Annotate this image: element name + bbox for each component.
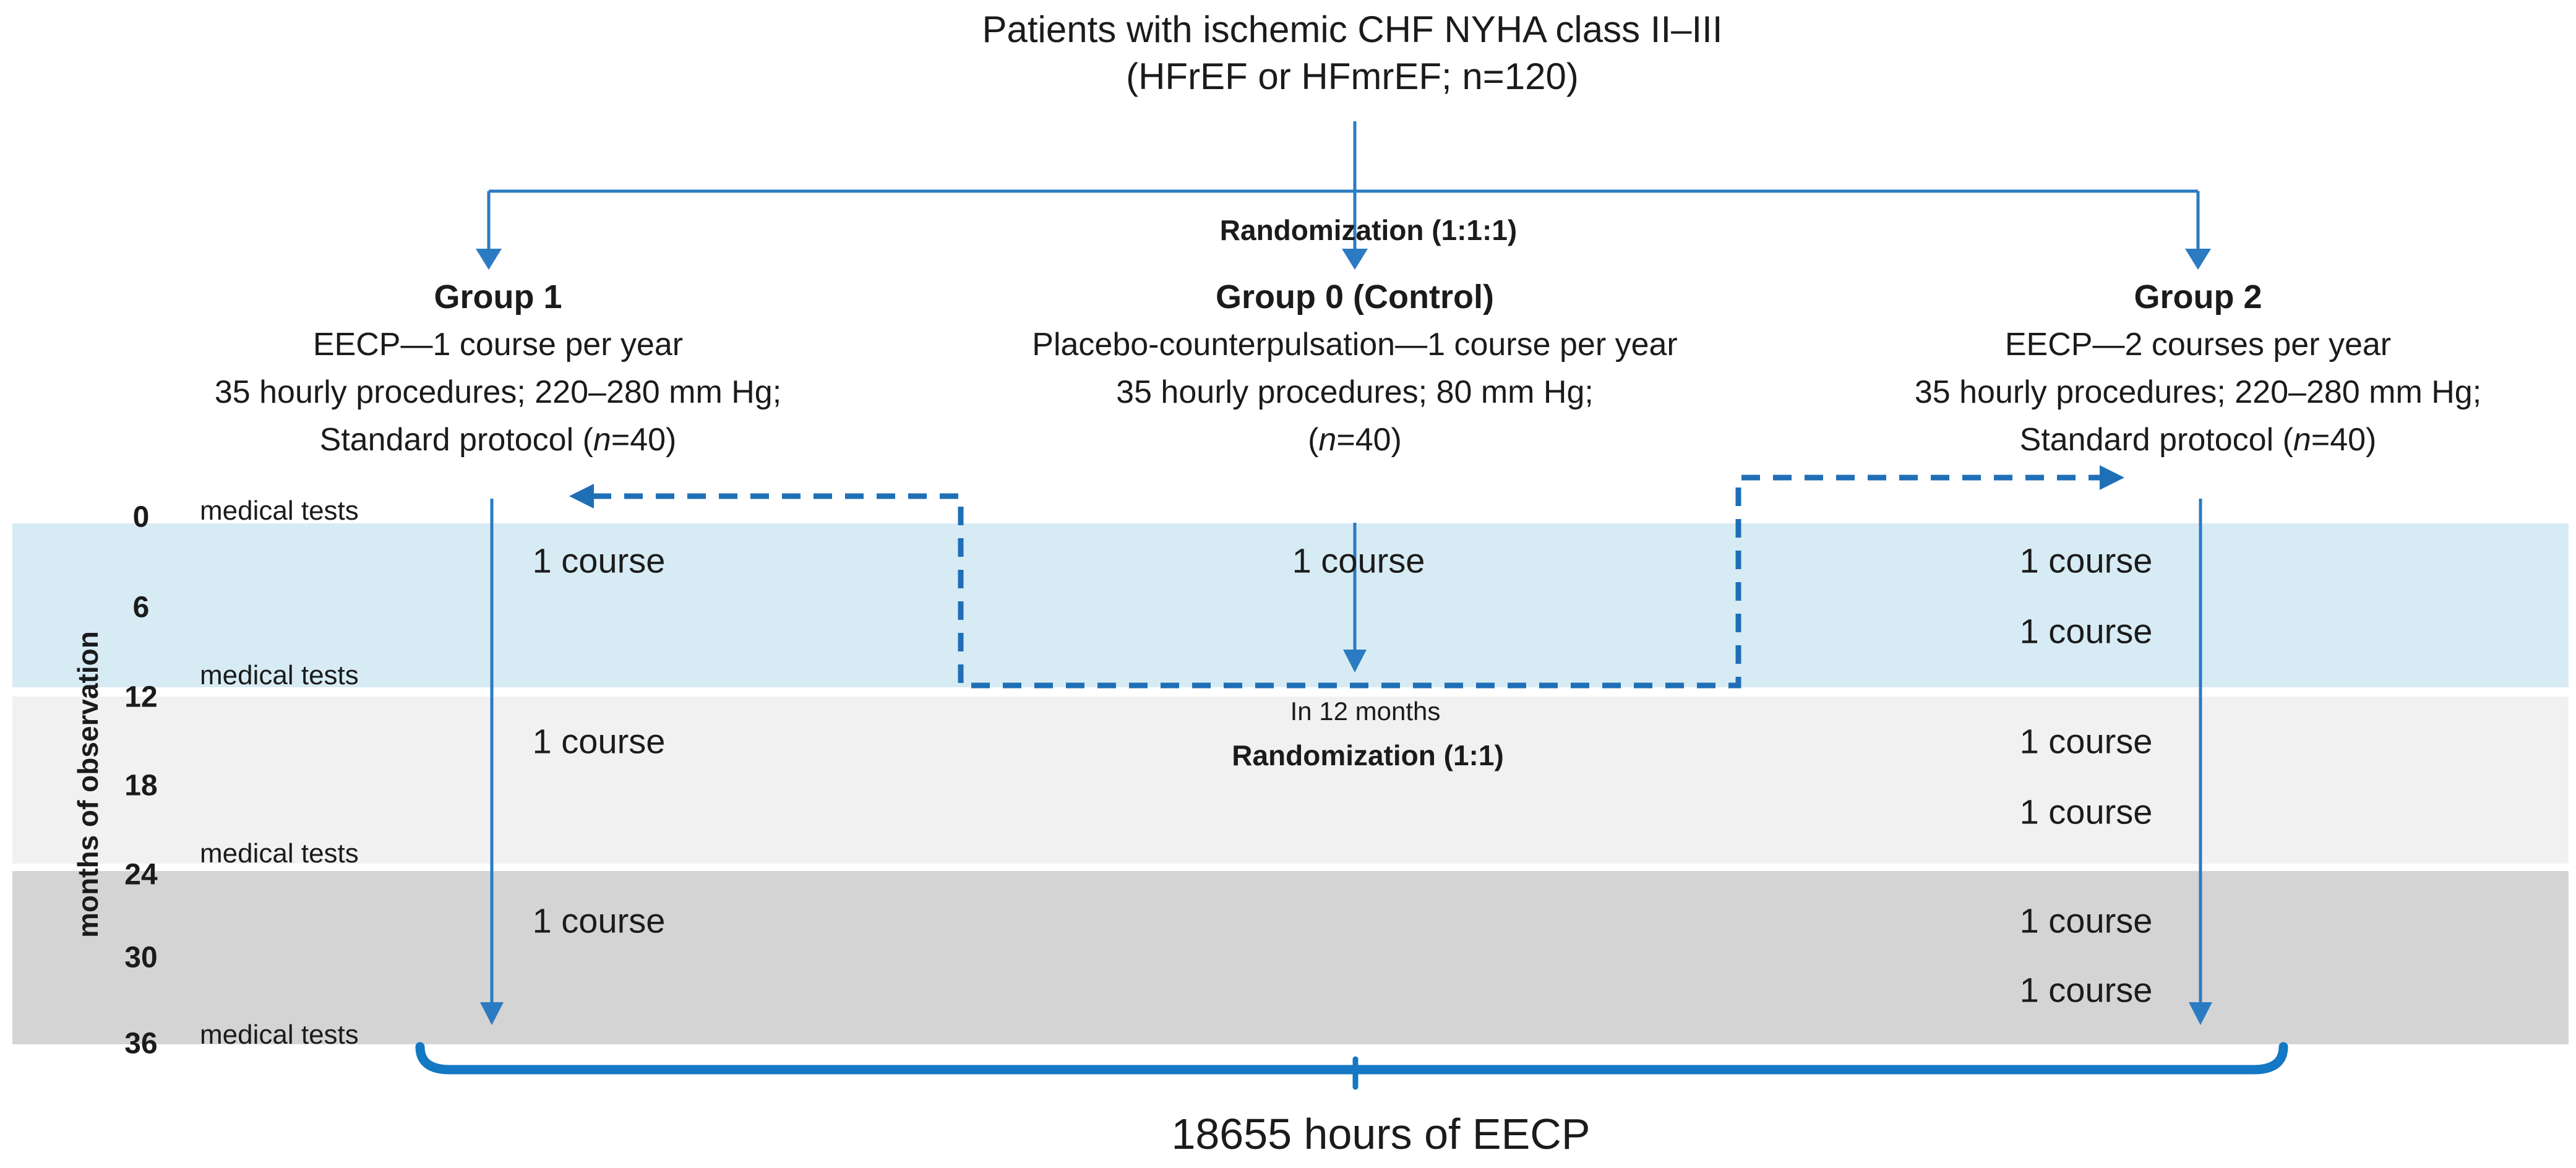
- dashed-arrowhead-left-icon: [569, 484, 594, 509]
- figure-title-line2: (HFrEF or HFmrEF; n=120): [1126, 56, 1579, 97]
- group0-course-year1: 1 course: [1292, 541, 1425, 580]
- group0-line3-n: n: [1318, 422, 1337, 458]
- tick-36: 36: [124, 1027, 158, 1060]
- group0-header: Group 0 (Control): [1216, 278, 1494, 316]
- tick-12: 12: [124, 681, 158, 714]
- group1-line3: Standard protocol (n=40): [215, 416, 781, 464]
- medical-tests-month0: medical tests: [200, 496, 359, 526]
- medical-tests-month12: medical tests: [200, 660, 359, 690]
- group2-course-5: 1 course: [2019, 901, 2153, 940]
- group2-arrowhead-icon: [2189, 1002, 2212, 1025]
- arrowhead-left-icon: [476, 249, 502, 270]
- summary-brace: [415, 1042, 2288, 1075]
- dashed-arrowhead-right-icon: [2100, 465, 2124, 490]
- group1-arrowhead-icon: [480, 1002, 504, 1025]
- group1-line1: EECP—1 course per year: [312, 327, 684, 363]
- band-months-12-24: [12, 697, 2569, 864]
- group2-line3: Standard protocol (n=40): [1915, 416, 2481, 464]
- group2-course-1: 1 course: [2019, 541, 2153, 580]
- figure-title: Patients with ischemic CHF NYHA class II…: [982, 6, 1722, 100]
- group2-course-6: 1 course: [2019, 970, 2153, 1010]
- group1-line2: 35 hourly procedures; 220–280 mm Hg;: [214, 374, 782, 410]
- randomization-111-label: Randomization (1:1:1): [1219, 214, 1518, 246]
- group2-line3-pre: Standard protocol (: [2019, 422, 2293, 458]
- months-axis-label: months of observation: [72, 631, 104, 938]
- medical-tests-month36: medical tests: [200, 1020, 359, 1050]
- group2-course-3: 1 course: [2019, 721, 2153, 761]
- group0-line3-pre: (: [1308, 422, 1319, 458]
- group1-course-year1: 1 course: [532, 541, 666, 580]
- group2-line3-post: =40): [2311, 422, 2377, 458]
- group2-line3-n: n: [2293, 422, 2311, 458]
- group2-block: Group 2 EECP—2 courses per year 35 hourl…: [1915, 273, 2481, 464]
- group2-course-4: 1 course: [2019, 792, 2153, 831]
- medical-tests-month24: medical tests: [200, 838, 359, 869]
- group2-line2: 35 hourly procedures; 220–280 mm Hg;: [1914, 374, 2482, 410]
- figure-title-line1: Patients with ischemic CHF NYHA class II…: [982, 9, 1723, 50]
- tick-18: 18: [124, 769, 158, 802]
- group0-line2: 35 hourly procedures; 80 mm Hg;: [1116, 374, 1594, 410]
- group0-line1: Placebo-counterpulsation—1 course per ye…: [1032, 327, 1678, 363]
- group2-line1: EECP—2 courses per year: [2004, 327, 2392, 363]
- group1-header: Group 1: [434, 278, 562, 316]
- total-eecp-hours-label: 18655 hours of EECP: [1171, 1110, 1591, 1158]
- arrowhead-right-icon: [2185, 249, 2211, 270]
- group0-line3: (n=40): [1032, 416, 1677, 464]
- group0-block: Group 0 (Control) Placebo-counterpulsati…: [1032, 273, 1677, 464]
- group1-course-year3: 1 course: [532, 901, 666, 940]
- group2-header: Group 2: [2134, 278, 2262, 316]
- tick-6: 6: [132, 591, 150, 624]
- group2-course-2: 1 course: [2019, 611, 2153, 651]
- band-months-24-36: [12, 871, 2569, 1044]
- tick-0: 0: [132, 500, 150, 534]
- band-months-0-12: [12, 523, 2569, 687]
- tick-24: 24: [124, 858, 158, 891]
- group1-block: Group 1 EECP—1 course per year 35 hourly…: [215, 273, 781, 464]
- group1-line3-pre: Standard protocol (: [319, 422, 593, 458]
- group1-line3-post: =40): [611, 422, 677, 458]
- group1-line3-n: n: [593, 422, 611, 458]
- group1-course-year2: 1 course: [532, 721, 666, 761]
- group0-arrowhead-icon: [1343, 650, 1367, 672]
- tick-30: 30: [124, 941, 158, 974]
- arrowhead-center-icon: [1342, 249, 1368, 270]
- interim-note-line1: In 12 months: [1290, 697, 1441, 726]
- interim-randomization-11-label: Randomization (1:1): [1232, 739, 1504, 771]
- group0-line3-post: =40): [1336, 422, 1402, 458]
